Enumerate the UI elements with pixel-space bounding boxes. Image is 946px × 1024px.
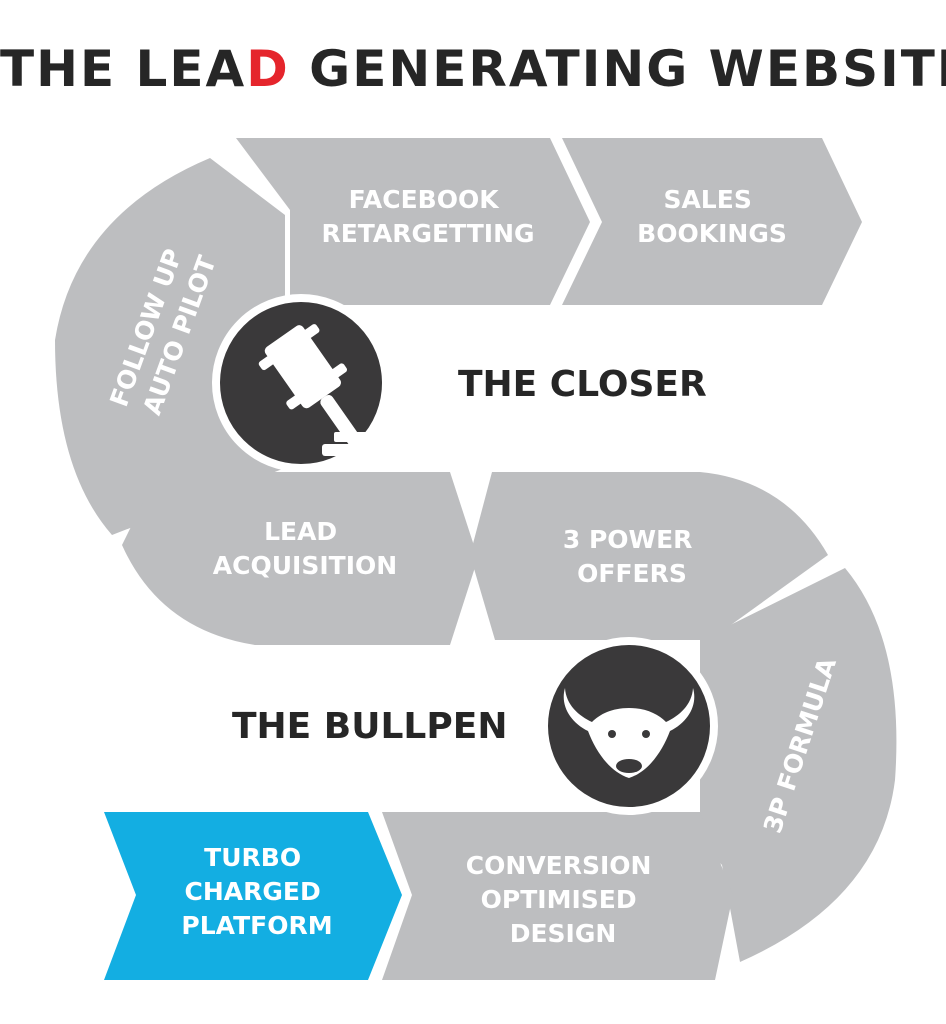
segment-conversion-design	[382, 812, 733, 980]
label-facebook-line-1: FACEBOOK	[349, 185, 501, 214]
title-accent-letter: D	[246, 40, 290, 98]
label-facebook-line-2: RETARGETTING	[321, 219, 534, 248]
label-conversion-line-3: DESIGN	[510, 919, 617, 948]
label-power-line-2: OFFERS	[577, 559, 687, 588]
section-label-bullpen: THE BULLPEN	[232, 706, 508, 747]
segment-turbo-platform	[104, 812, 402, 980]
label-sales-line-2: BOOKINGS	[637, 219, 787, 248]
label-turbo-line-2: CHARGED	[185, 877, 321, 906]
label-power: 3 POWER OFFERS	[563, 525, 701, 588]
label-facebook: FACEBOOK RETARGETTING	[321, 185, 534, 248]
label-conversion: CONVERSION OPTIMISED DESIGN	[466, 851, 660, 948]
segment-power-offers	[470, 472, 828, 640]
label-turbo-line-1: TURBO	[204, 843, 301, 872]
bull-head-icon	[563, 688, 695, 778]
label-sales: SALES BOOKINGS	[637, 185, 787, 248]
title-part-2: GENERATING WEBSITE	[289, 40, 946, 98]
segment-3p-formula	[700, 568, 897, 962]
label-conversion-line-2: OPTIMISED	[481, 885, 637, 914]
gavel-icon	[258, 324, 388, 460]
segment-lead-acquisition	[122, 472, 478, 645]
segment-facebook-retargetting	[236, 138, 590, 305]
section-label-closer: THE CLOSER	[458, 364, 707, 405]
label-sales-line-1: SALES	[663, 185, 751, 214]
label-power-line-1: 3 POWER	[563, 525, 693, 554]
label-conversion-line-1: CONVERSION	[466, 851, 652, 880]
label-lead-line-1: LEAD	[264, 517, 337, 546]
label-lead-line-2: ACQUISITION	[213, 551, 397, 580]
title-part-1: THE LEA	[0, 40, 247, 98]
label-turbo-line-3: PLATFORM	[181, 911, 332, 940]
segment-follow-up	[55, 158, 285, 535]
label-turbo: TURBO CHARGED PLATFORM	[181, 843, 332, 940]
label-lead: LEAD ACQUISITION	[213, 517, 397, 580]
segment-sales-bookings	[562, 138, 862, 305]
page-title: THE LEAD GENERATING WEBSITE	[0, 40, 946, 98]
